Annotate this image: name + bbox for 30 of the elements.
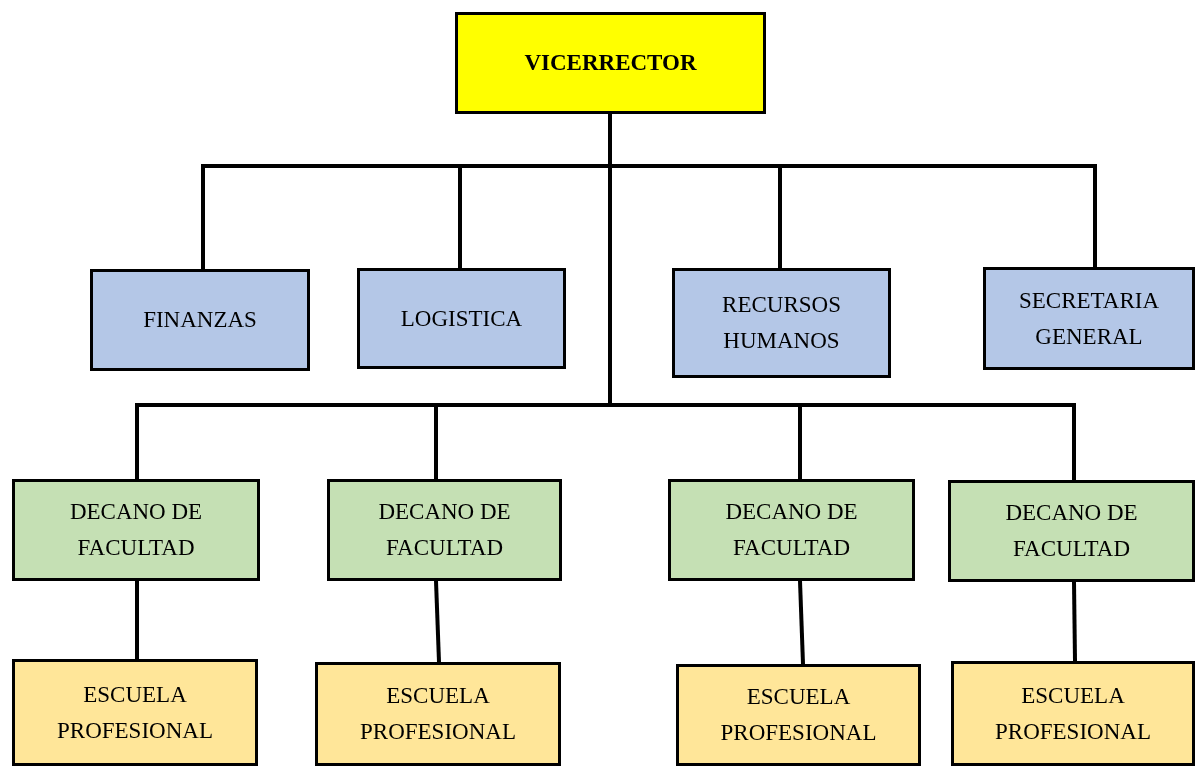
department-box bbox=[983, 267, 1195, 370]
dean-box bbox=[948, 480, 1195, 582]
box-label: LOGISTICA bbox=[400, 304, 523, 333]
connector-line bbox=[798, 580, 805, 665]
connector-line bbox=[434, 580, 441, 663]
dean-box bbox=[668, 479, 915, 581]
box-label: ESCUELA PROFESIONAL bbox=[359, 682, 517, 746]
box-label: DECANO DE FACULTAD bbox=[1004, 499, 1139, 563]
school-box bbox=[951, 661, 1195, 766]
box-label: ESCUELA PROFESIONAL bbox=[56, 680, 214, 745]
department-box bbox=[90, 269, 310, 371]
box-label: DECANO DE FACULTAD bbox=[724, 498, 859, 562]
connector-line bbox=[1072, 581, 1077, 662]
box-label: ESCUELA PROFESIONAL bbox=[719, 683, 878, 747]
school-box bbox=[315, 662, 561, 766]
school-box bbox=[676, 664, 921, 766]
box-label: DECANO DE FACULTAD bbox=[377, 498, 512, 562]
box-label: DECANO DE FACULTAD bbox=[68, 498, 204, 562]
department-box bbox=[357, 268, 566, 369]
box-label: SECRETARIA GENERAL bbox=[1018, 286, 1160, 351]
department-box bbox=[672, 268, 891, 378]
box-label: RECURSOS HUMANOS bbox=[721, 291, 842, 355]
box-label: FINANZAS bbox=[143, 306, 257, 334]
box-label: VICERRECTOR bbox=[524, 49, 697, 77]
dean-box bbox=[327, 479, 562, 581]
executive-box bbox=[455, 12, 766, 114]
connector-line bbox=[135, 581, 139, 659]
school-box bbox=[12, 659, 258, 766]
box-label: ESCUELA PROFESIONAL bbox=[994, 681, 1152, 746]
dean-box bbox=[12, 479, 260, 581]
